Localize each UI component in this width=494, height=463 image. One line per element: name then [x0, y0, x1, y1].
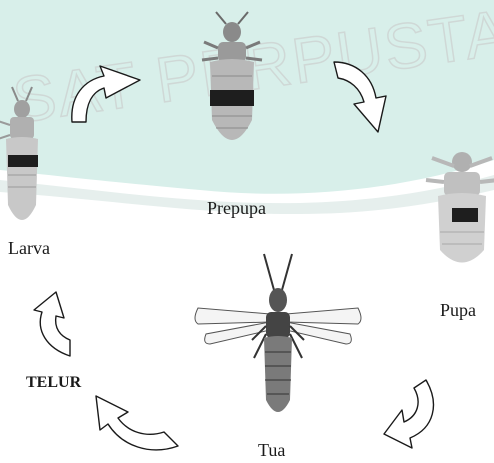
pupa-label: Pupa [440, 300, 476, 321]
telur-label: TELUR [26, 374, 81, 392]
arrow-telur-to-larva [34, 292, 70, 356]
tua-label: Tua [258, 440, 285, 461]
larva-label: Larva [8, 238, 50, 259]
arrow-tua-to-telur [96, 396, 178, 450]
prepupa-label: Prepupa [207, 198, 266, 219]
adult-insect [195, 254, 361, 412]
arrow-pupa-to-tua [384, 380, 433, 448]
